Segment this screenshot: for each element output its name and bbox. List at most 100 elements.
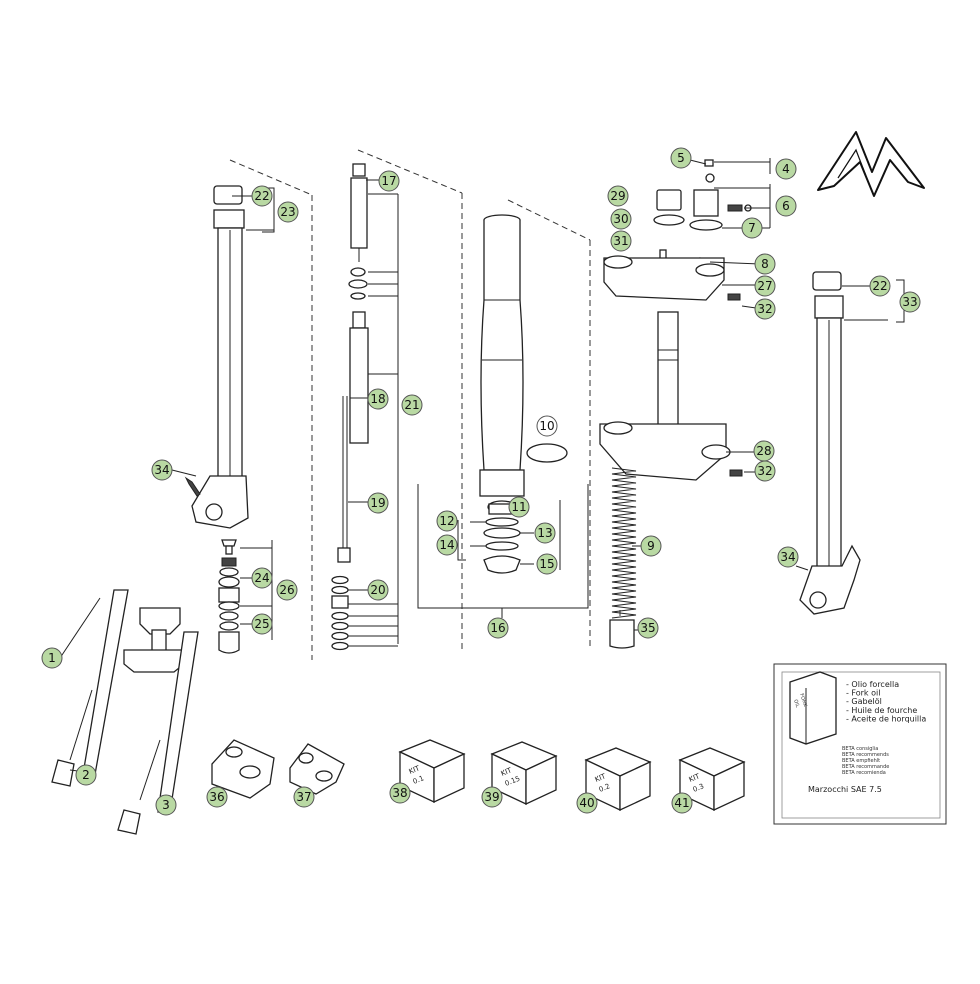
part-number: 6 — [782, 199, 790, 213]
part-label-4: 4 — [775, 158, 797, 180]
part-label-8: 8 — [754, 253, 776, 275]
oil-recommend-line: BETA recommends — [842, 752, 889, 758]
part-label-40: 40 — [576, 792, 598, 814]
part-number: 31 — [613, 234, 628, 248]
part-label-22: 22 — [251, 185, 273, 207]
part-number: 38 — [392, 786, 407, 800]
part-label-41: 41 — [671, 792, 693, 814]
part-number: 27 — [757, 279, 772, 293]
part-label-22: 22 — [869, 275, 891, 297]
assembly-guides — [229, 149, 621, 660]
part-label-36: 36 — [206, 786, 228, 808]
part-number: 2 — [82, 768, 90, 782]
part-label-15: 15 — [536, 553, 558, 575]
oil-description-line: - Olio forcella — [846, 680, 899, 689]
complete-fork-assembly — [51, 589, 199, 835]
part-label-9: 9 — [640, 535, 662, 557]
part-number: 17 — [381, 174, 396, 188]
top-cap-parts — [653, 159, 752, 273]
part-label-32: 32 — [754, 460, 776, 482]
part-number: 10 — [539, 419, 554, 433]
part-label-32: 32 — [754, 298, 776, 320]
part-label-24: 24 — [251, 567, 273, 589]
part-label-13: 13 — [534, 522, 556, 544]
part-label-12: 12 — [436, 510, 458, 532]
part-label-33: 33 — [899, 291, 921, 313]
kit-label: KIT — [594, 772, 608, 784]
part-number: 29 — [610, 189, 625, 203]
part-label-21: 21 — [401, 394, 423, 416]
oil-recommend-line: BETA consiglia — [842, 746, 878, 752]
outer-slider — [417, 214, 589, 618]
kit-size: 0.3 — [692, 782, 705, 794]
clamp-plates — [211, 739, 345, 799]
part-number: 18 — [370, 392, 385, 406]
oil-product-name: Marzocchi SAE 7.5 — [808, 785, 882, 794]
part-number: 1 — [48, 651, 56, 665]
oil-can-label: OIL — [792, 699, 800, 709]
part-number: 19 — [370, 496, 385, 510]
part-number: 23 — [280, 205, 295, 219]
part-label-23: 23 — [277, 201, 299, 223]
kit-size: 0.1 — [412, 774, 425, 786]
part-number: 32 — [757, 302, 772, 316]
part-label-28: 28 — [753, 440, 775, 462]
part-number: 32 — [757, 464, 772, 478]
part-label-1: 1 — [41, 647, 63, 669]
part-label-34: 34 — [777, 546, 799, 568]
part-label-11: 11 — [508, 496, 530, 518]
part-number: 4 — [782, 162, 790, 176]
part-label-29: 29 — [607, 185, 629, 207]
part-number: 22 — [872, 279, 887, 293]
part-number: 24 — [254, 571, 269, 585]
part-label-5: 5 — [670, 147, 692, 169]
valve-parts-stack — [218, 539, 240, 654]
part-number-badges: 1234567891011121314151617181920212222232… — [41, 147, 921, 816]
part-label-27: 27 — [754, 275, 776, 297]
part-label-17: 17 — [378, 170, 400, 192]
left-fork-tube — [184, 185, 249, 529]
part-label-38: 38 — [389, 782, 411, 804]
part-number: 7 — [748, 221, 756, 235]
part-number: 12 — [439, 514, 454, 528]
oil-description-line: - Gabelöl — [846, 697, 882, 706]
part-label-26: 26 — [276, 579, 298, 601]
leader-lines — [59, 158, 905, 773]
oil-recommend-line: BETA recommande — [842, 764, 889, 770]
part-label-3: 3 — [155, 794, 177, 816]
part-label-19: 19 — [367, 492, 389, 514]
part-label-18: 18 — [367, 388, 389, 410]
part-number: 30 — [613, 212, 628, 226]
part-number: 34 — [154, 463, 169, 477]
part-number: 9 — [647, 539, 655, 553]
part-label-16: 16 — [487, 617, 509, 639]
part-number: 3 — [162, 798, 170, 812]
part-number: 41 — [674, 796, 689, 810]
kit-label: KIT — [408, 764, 422, 776]
part-number: 37 — [296, 790, 311, 804]
part-label-7: 7 — [741, 217, 763, 239]
part-label-34: 34 — [151, 459, 173, 481]
part-label-10: 10 — [536, 415, 558, 437]
kit-label: KIT — [500, 766, 514, 778]
part-number: 33 — [902, 295, 917, 309]
part-label-37: 37 — [293, 786, 315, 808]
right-fork-tube — [799, 271, 861, 615]
part-label-39: 39 — [481, 786, 503, 808]
part-number: 14 — [439, 538, 454, 552]
damper-rod-assembly — [331, 163, 369, 651]
part-number: 35 — [640, 621, 655, 635]
part-number: 40 — [579, 796, 594, 810]
part-number: 34 — [780, 550, 795, 564]
part-number: 15 — [539, 557, 554, 571]
part-number: 5 — [677, 151, 685, 165]
part-number: 39 — [484, 790, 499, 804]
oil-description-line: - Fork oil — [846, 689, 880, 698]
marzocchi-m-logo — [817, 131, 925, 197]
part-label-31: 31 — [610, 230, 632, 252]
triple-clamps — [599, 255, 743, 481]
